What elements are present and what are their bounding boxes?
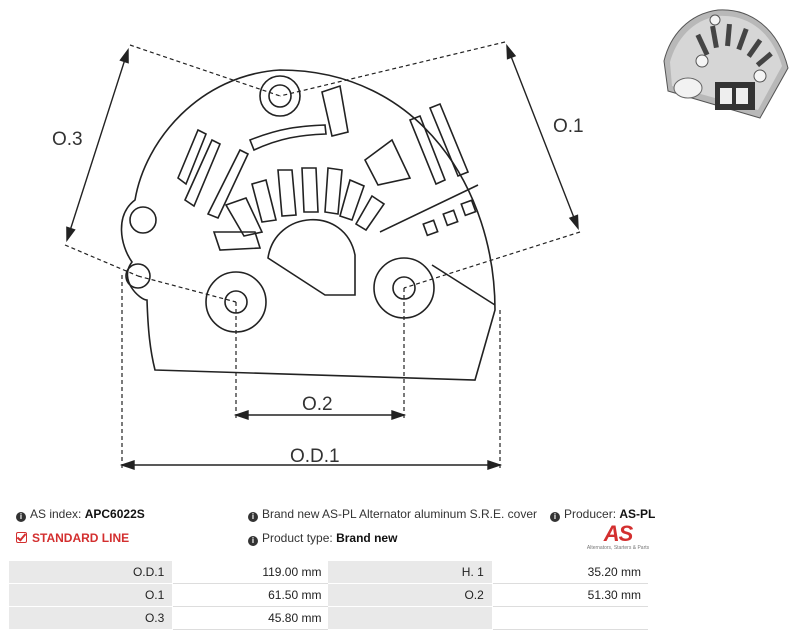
producer-value: AS-PL xyxy=(619,507,656,521)
spec-value: 45.80 mm xyxy=(172,606,329,630)
spec-value: 119.00 mm xyxy=(172,560,329,584)
spec-label: O.3 xyxy=(7,606,174,630)
technical-drawing: O.3 O.1 O.2 O.D.1 xyxy=(52,41,584,470)
logo-tagline: Alternators, Starters & Parts xyxy=(586,545,650,551)
info-icon: i xyxy=(248,512,258,522)
standard-line: STANDARD LINE xyxy=(16,531,129,545)
product-type-value: Brand new xyxy=(336,531,398,545)
spec-label xyxy=(327,606,493,630)
product-type: i Product type: Brand new xyxy=(248,531,397,546)
logo-mark: AS xyxy=(603,521,634,546)
table-row: O.D.1 119.00 mm H. 1 35.20 mm xyxy=(7,560,649,584)
cover-outline xyxy=(120,69,496,381)
dim-label-od1: O.D.1 xyxy=(290,446,340,467)
product-thumbnail xyxy=(663,9,789,119)
spec-label: H. 1 xyxy=(327,560,493,584)
spec-label: O.2 xyxy=(327,583,493,607)
spec-value: 35.20 mm xyxy=(491,560,649,584)
as-index-value: APC6022S xyxy=(84,507,145,521)
spec-label: O.1 xyxy=(7,583,174,607)
product-description: i Brand new AS-PL Alternator aluminum S.R… xyxy=(248,507,537,522)
producer: i Producer: AS-PL xyxy=(550,507,655,522)
info-icon: i xyxy=(550,512,560,522)
producer-label: Producer: xyxy=(564,507,617,521)
description-text: Brand new AS-PL Alternator aluminum S.R.… xyxy=(262,507,538,521)
spec-value: 61.50 mm xyxy=(172,583,329,607)
specs-table: O.D.1 119.00 mm H. 1 35.20 mm O.1 61.50 … xyxy=(7,560,649,630)
checkbox-icon xyxy=(16,532,27,543)
dim-label-o3: O.3 xyxy=(52,129,83,150)
product-type-label: Product type: xyxy=(262,531,333,545)
spec-value: 51.30 mm xyxy=(491,583,649,607)
info-icon: i xyxy=(16,512,26,522)
spec-value xyxy=(491,606,649,630)
spec-label: O.D.1 xyxy=(7,560,174,584)
table-row: O.3 45.80 mm xyxy=(7,606,649,630)
info-icon: i xyxy=(248,536,258,546)
as-index-label: AS index: xyxy=(30,507,82,521)
as-index: i AS index: APC6022S xyxy=(16,507,145,522)
dim-label-o1: O.1 xyxy=(553,116,584,137)
producer-logo: AS Alternators, Starters & Parts xyxy=(583,521,653,552)
standard-line-label: STANDARD LINE xyxy=(32,531,130,545)
dim-label-o2: O.2 xyxy=(302,394,333,415)
table-row: O.1 61.50 mm O.2 51.30 mm xyxy=(7,583,649,607)
